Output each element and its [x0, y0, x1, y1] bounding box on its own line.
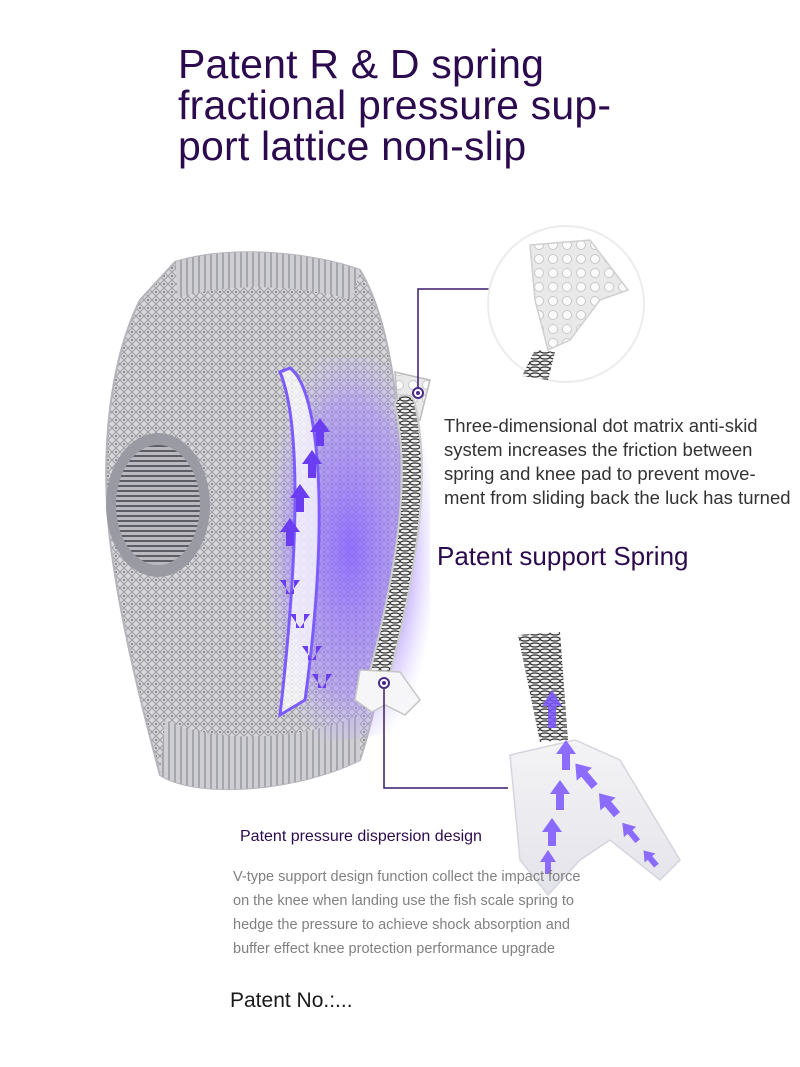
description-line: Three-dimensional dot matrix anti-skid	[444, 415, 758, 436]
headline-line: Patent R & D spring	[178, 41, 545, 87]
description-line: buffer effect knee protection performanc…	[233, 941, 555, 957]
callout-lines	[383, 288, 508, 789]
pressure-arrow-icon	[280, 418, 332, 688]
headline-line: port lattice non-slip	[178, 123, 527, 169]
spring-strip-illustration	[354, 371, 431, 716]
patent-number: Patent No.:...	[230, 989, 353, 1012]
description-line: ment from sliding back the luck has turn…	[444, 487, 791, 508]
description-line: hedge the pressure to achieve shock abso…	[233, 917, 570, 933]
dispersion-description: V-type support design function collect t…	[233, 865, 613, 961]
description-line: on the knee when landing use the fish sc…	[233, 893, 574, 909]
description-line: spring and knee pad to prevent move-	[444, 463, 756, 484]
dispersion-title: Patent pressure dispersion design	[240, 828, 482, 845]
description-line: system increases the friction between	[444, 439, 753, 460]
v-base-closeup	[509, 632, 681, 897]
anti-skid-description: Three-dimensional dot matrix anti-skid s…	[444, 414, 800, 510]
spring-title: Patent support Spring	[437, 541, 689, 571]
dot-matrix-closeup	[487, 225, 645, 383]
description-line: V-type support design function collect t…	[233, 869, 581, 885]
headline: Patent R & D spring fractional pressure …	[178, 44, 778, 167]
headline-line: fractional pressure sup-	[178, 82, 612, 128]
